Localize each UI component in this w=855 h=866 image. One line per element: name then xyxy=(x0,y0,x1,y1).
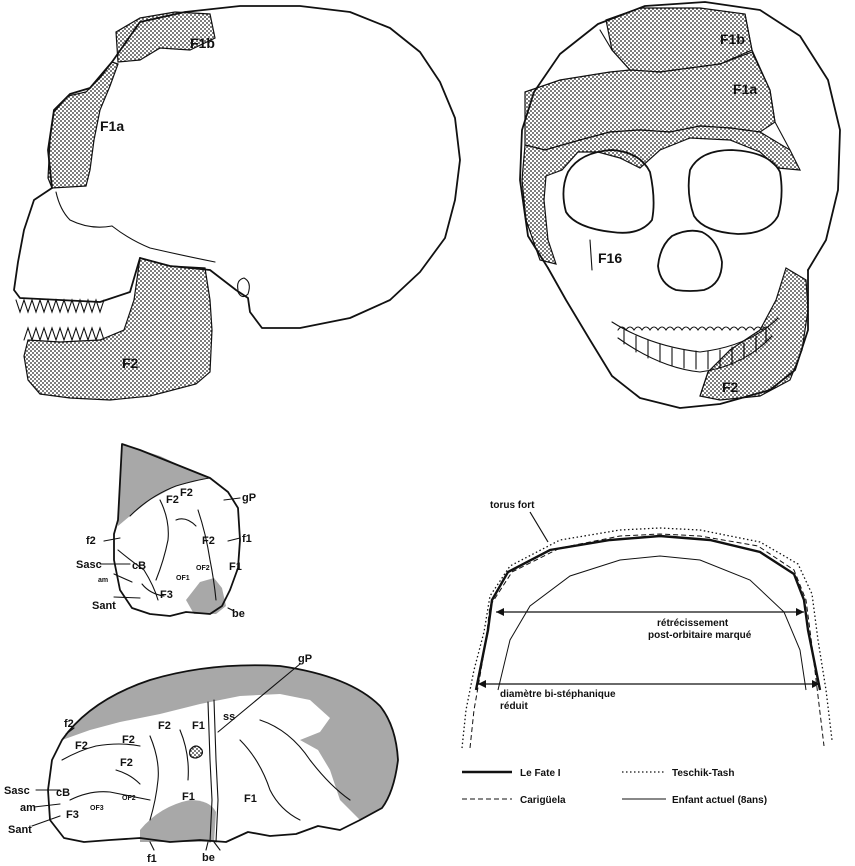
sulcus-line-2 xyxy=(156,500,168,580)
sulcus-lat-3 xyxy=(150,736,158,820)
small-stipple-patch xyxy=(190,746,203,758)
sulcus-lat-2 xyxy=(70,792,150,800)
label-diametre-2: réduit xyxy=(500,701,528,712)
label-torus-fort: torus fort xyxy=(490,500,535,511)
shaded-cap xyxy=(62,665,398,820)
label-gp: gP xyxy=(242,492,256,504)
label-f3-lat: F3 xyxy=(66,809,79,821)
legend: Le Fate I Teschik-Tash Carigüela Enfant … xyxy=(462,768,767,806)
legend-label-enfant: Enfant actuel (8ans) xyxy=(672,795,767,806)
brain-frontal-drawing: F2 F2 F2 F1 F3 gP f2 f1 Sasc cB am Sant … xyxy=(76,444,256,620)
label-f2-sulcus-lat: f2 xyxy=(64,718,74,730)
label-retrecissement-2: post-orbitaire marqué xyxy=(648,630,752,641)
label-f1-sulcus: f1 xyxy=(242,533,252,545)
contour-cariguela xyxy=(470,534,824,748)
skull-lateral-outline xyxy=(48,6,460,328)
label-f1-sulcus-lat: f1 xyxy=(147,853,157,865)
contour-teschik-tash xyxy=(462,528,832,748)
label-be: be xyxy=(232,608,245,620)
brain-lateral-drawing: F2 F2 F2 F2 F1 F1 F1 F3 ss gP f2 f1 Sasc… xyxy=(4,653,398,865)
teeth-crowns xyxy=(618,327,770,330)
label-f2-top2: F2 xyxy=(180,487,193,499)
label-sant: Sant xyxy=(92,600,116,612)
label-diametre-1: diamètre bi-stéphanique xyxy=(500,689,616,700)
label-cb: cB xyxy=(132,560,146,572)
zygomatic-line xyxy=(112,226,215,262)
label-am-lat: am xyxy=(20,802,36,814)
skull-lateral-drawing: F1b F1a F2 xyxy=(14,6,460,400)
shaded-base xyxy=(140,800,216,842)
orbit-line xyxy=(56,192,112,227)
label-sasc-lat: Sasc xyxy=(4,785,30,797)
contour-le-fate xyxy=(476,536,820,690)
shaded-area-bottom xyxy=(186,578,226,614)
skull-frontal-drawing: F1b F1a F16 F2 xyxy=(520,2,840,408)
label-gp-lat: gP xyxy=(298,653,312,665)
label-f2-top: F2 xyxy=(166,494,179,506)
legend-label-cariguela: Carigüela xyxy=(520,795,566,806)
label-f1-mid: F1 xyxy=(182,791,195,803)
label-be-lat: be xyxy=(202,852,215,864)
nasal-aperture xyxy=(658,231,722,291)
fragment-boundary-3 xyxy=(590,240,592,270)
label-f2-d: F2 xyxy=(120,757,133,769)
label-f2-b: F2 xyxy=(122,734,135,746)
label-f1a-lateral: F1a xyxy=(100,118,124,134)
label-f1b-lateral: F1b xyxy=(190,35,215,51)
label-f1a-frontal: F1a xyxy=(733,81,757,97)
label-retrecissement-1: rétrécissement xyxy=(657,618,729,629)
label-f2-sulcus: f2 xyxy=(86,535,96,547)
label-f1-top: F1 xyxy=(192,720,205,732)
torus-leader xyxy=(530,512,548,542)
label-f1b-frontal: F1b xyxy=(720,31,745,47)
label-of3-lat: OF3 xyxy=(90,805,104,812)
label-f2-c: F2 xyxy=(158,720,171,732)
label-f2-frontal: F2 xyxy=(722,379,739,395)
fragment-f2-frontal xyxy=(700,268,808,400)
cross-section-diagram: torus fort rétrécissement post-orbitaire… xyxy=(462,500,832,748)
sulcus-lat-4 xyxy=(180,730,188,780)
label-am: am xyxy=(98,577,108,584)
label-sant-lat: Sant xyxy=(8,824,32,836)
label-f2-mid: F2 xyxy=(202,535,215,547)
contour-enfant-actuel xyxy=(498,556,806,690)
ear-detail xyxy=(238,278,250,297)
label-f1: F1 xyxy=(229,561,242,573)
label-sasc: Sasc xyxy=(76,559,102,571)
label-of2: OF2 xyxy=(196,565,210,572)
label-of2-lat: OF2 xyxy=(122,795,136,802)
sulcus-line-5 xyxy=(176,519,196,526)
label-ss: ss xyxy=(223,711,235,723)
label-f16-frontal: F16 xyxy=(598,250,622,266)
label-f2-lateral: F2 xyxy=(122,355,139,371)
face-profile xyxy=(14,188,140,302)
legend-label-teschik: Teschik-Tash xyxy=(672,768,734,779)
sulcus-lat-5 xyxy=(240,740,300,820)
legend-label-le-fate: Le Fate I xyxy=(520,768,561,779)
sulcus-lat-7 xyxy=(116,770,140,784)
label-f1-right: F1 xyxy=(244,793,257,805)
orbit-right xyxy=(689,150,782,234)
label-f3: F3 xyxy=(160,589,173,601)
label-f2-a: F2 xyxy=(75,740,88,752)
label-of1: OF1 xyxy=(176,575,190,582)
label-cb-lat: cB xyxy=(56,787,70,799)
lower-teeth xyxy=(24,328,104,340)
